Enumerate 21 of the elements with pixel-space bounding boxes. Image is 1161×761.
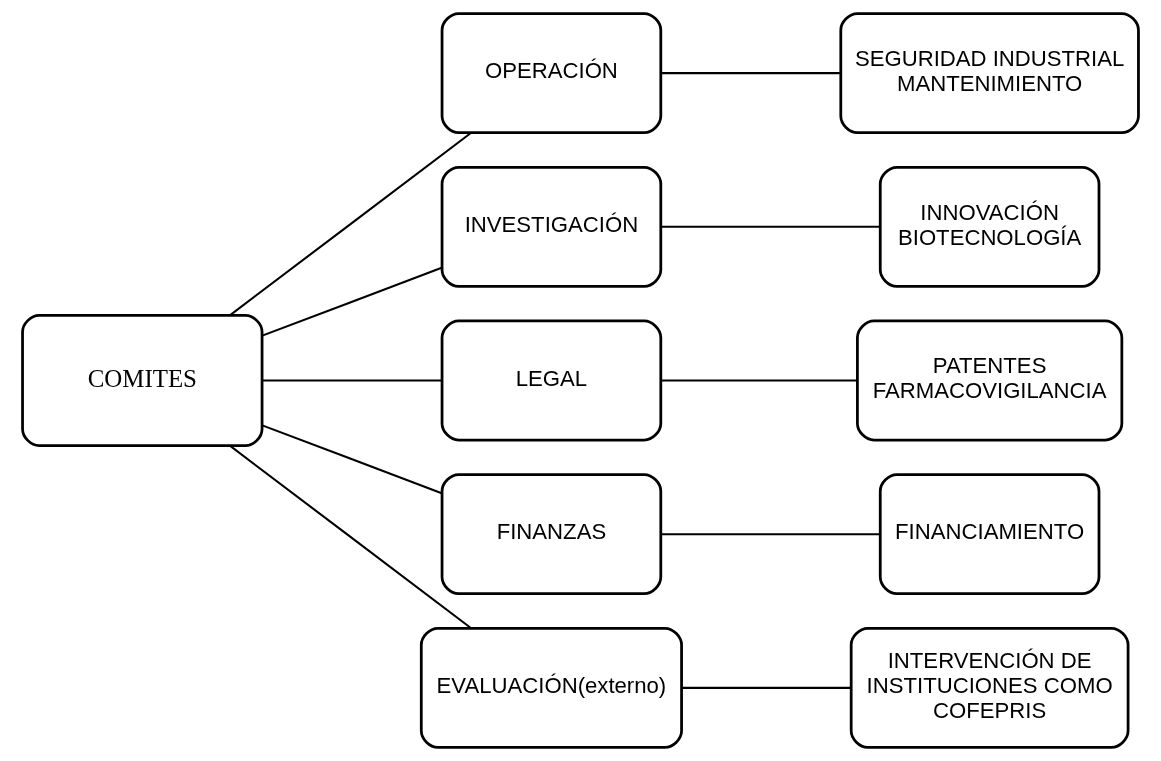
connector xyxy=(661,225,881,228)
node-box: INTERVENCIÓN DE INSTITUCIONES COMO COFEPRIS xyxy=(849,626,1130,749)
node-box: PATENTES FARMACOVIGILANCIA xyxy=(856,319,1124,442)
node-box: OPERACIÓN xyxy=(440,12,663,135)
node-box: FINANZAS xyxy=(440,473,663,596)
node-box: LEGAL xyxy=(440,319,663,442)
connector xyxy=(661,72,841,75)
node-box: INVESTIGACIÓN xyxy=(440,165,663,288)
node-box: EVALUACIÓN(externo) xyxy=(419,626,683,749)
connector xyxy=(229,444,472,629)
connector xyxy=(681,686,851,689)
node-box: FINANCIAMIENTO xyxy=(878,473,1101,596)
node-box: INNOVACIÓN BIOTECNOLOGÍA xyxy=(878,165,1101,288)
connector xyxy=(261,424,443,495)
node-box: SEGURIDAD INDUSTRIAL MANTENIMIENTO xyxy=(839,12,1140,135)
node-box: COMITES xyxy=(21,314,264,447)
connector xyxy=(261,266,443,337)
connector xyxy=(229,132,472,317)
connector xyxy=(661,533,881,536)
connector xyxy=(262,379,442,382)
connector xyxy=(661,379,858,382)
